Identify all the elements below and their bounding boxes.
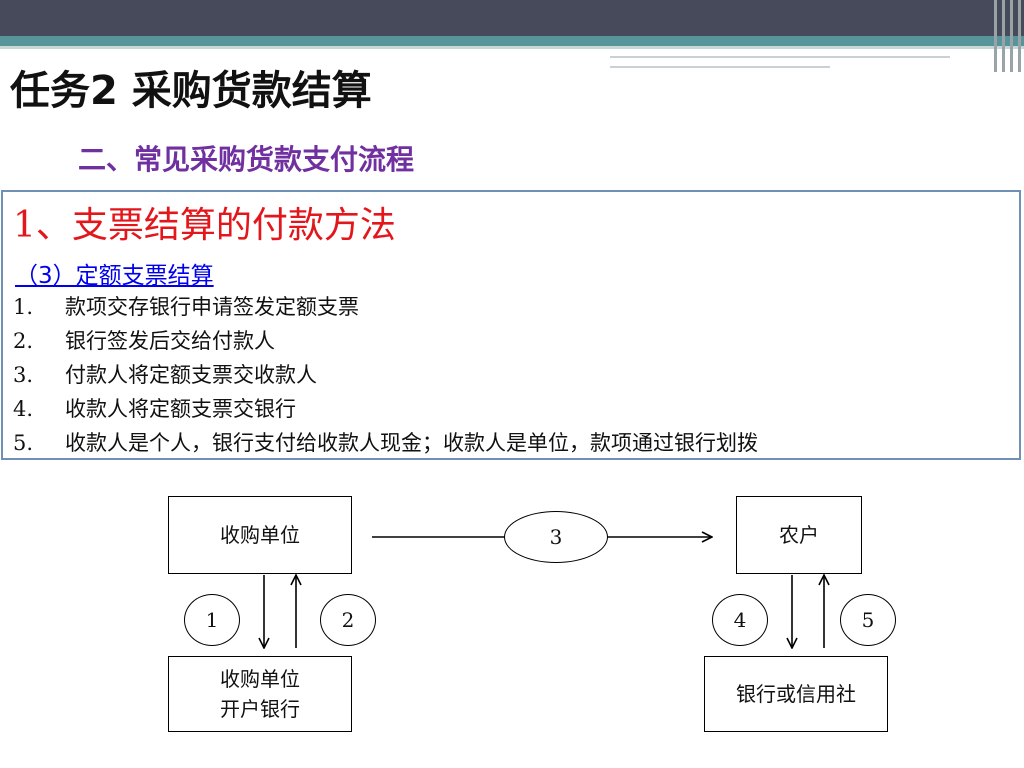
step-number: 5. — [13, 431, 34, 455]
slide-title: 任务2 采购货款结算 — [10, 68, 372, 114]
top-accent-stripe — [0, 36, 1024, 46]
step-number: 1. — [13, 295, 34, 319]
step-badge-2: 2 — [320, 594, 376, 646]
flow-diagram: 收购单位 农户 收购单位 开户银行 银行或信用社 3 1 2 4 5 — [0, 470, 1024, 768]
deco-line — [610, 66, 830, 68]
deco-vertical-bar — [1002, 0, 1005, 72]
step-text: 银行签发后交给付款人 — [65, 329, 275, 353]
step-item: 5. 收款人是个人，银行支付给收款人现金；收款人是单位，款项通过银行划拨 — [13, 426, 758, 460]
deco-vertical-bar — [994, 0, 997, 72]
step-text: 收款人将定额支票交银行 — [65, 397, 296, 421]
step-text: 收款人是个人，银行支付给收款人现金；收款人是单位，款项通过银行划拨 — [65, 431, 758, 455]
subheading-link[interactable]: （3）定额支票结算 — [15, 263, 214, 289]
step-item: 4. 收款人将定额支票交银行 — [13, 392, 758, 426]
step-text: 款项交存银行申请签发定额支票 — [65, 295, 359, 319]
steps-list: 1. 款项交存银行申请签发定额支票 2. 银行签发后交给付款人 3. 付款人将定额支票… — [13, 290, 758, 460]
top-accent-line — [0, 46, 1024, 49]
node-farmer-bank: 银行或信用社 — [704, 656, 888, 732]
step-number: 2. — [13, 329, 34, 353]
step-item: 3. 付款人将定额支票交收款人 — [13, 358, 758, 392]
step-item: 1. 款项交存银行申请签发定额支票 — [13, 290, 758, 324]
deco-vertical-bar — [1010, 0, 1013, 72]
step-number: 3. — [13, 363, 34, 387]
node-buyer-bank: 收购单位 开户银行 — [168, 656, 352, 732]
step-item: 2. 银行签发后交给付款人 — [13, 324, 758, 358]
step-badge-4: 4 — [712, 594, 768, 646]
slide-subtitle: 二、常见采购货款支付流程 — [78, 143, 415, 176]
top-bar — [0, 0, 1024, 36]
node-buyer: 收购单位 — [168, 496, 352, 574]
step-text: 付款人将定额支票交收款人 — [65, 363, 317, 387]
step-badge-3: 3 — [504, 511, 608, 563]
section-heading: 1、支票结算的付款方法 — [13, 205, 396, 246]
step-number: 4. — [13, 397, 34, 421]
content-box: 1、支票结算的付款方法 （3）定额支票结算 1. 款项交存银行申请签发定额支票 2… — [1, 190, 1021, 460]
step-badge-1: 1 — [184, 594, 240, 646]
deco-line — [610, 56, 950, 58]
deco-vertical-bar — [1018, 0, 1021, 72]
step-badge-5: 5 — [840, 594, 896, 646]
node-farmer: 农户 — [736, 496, 862, 574]
